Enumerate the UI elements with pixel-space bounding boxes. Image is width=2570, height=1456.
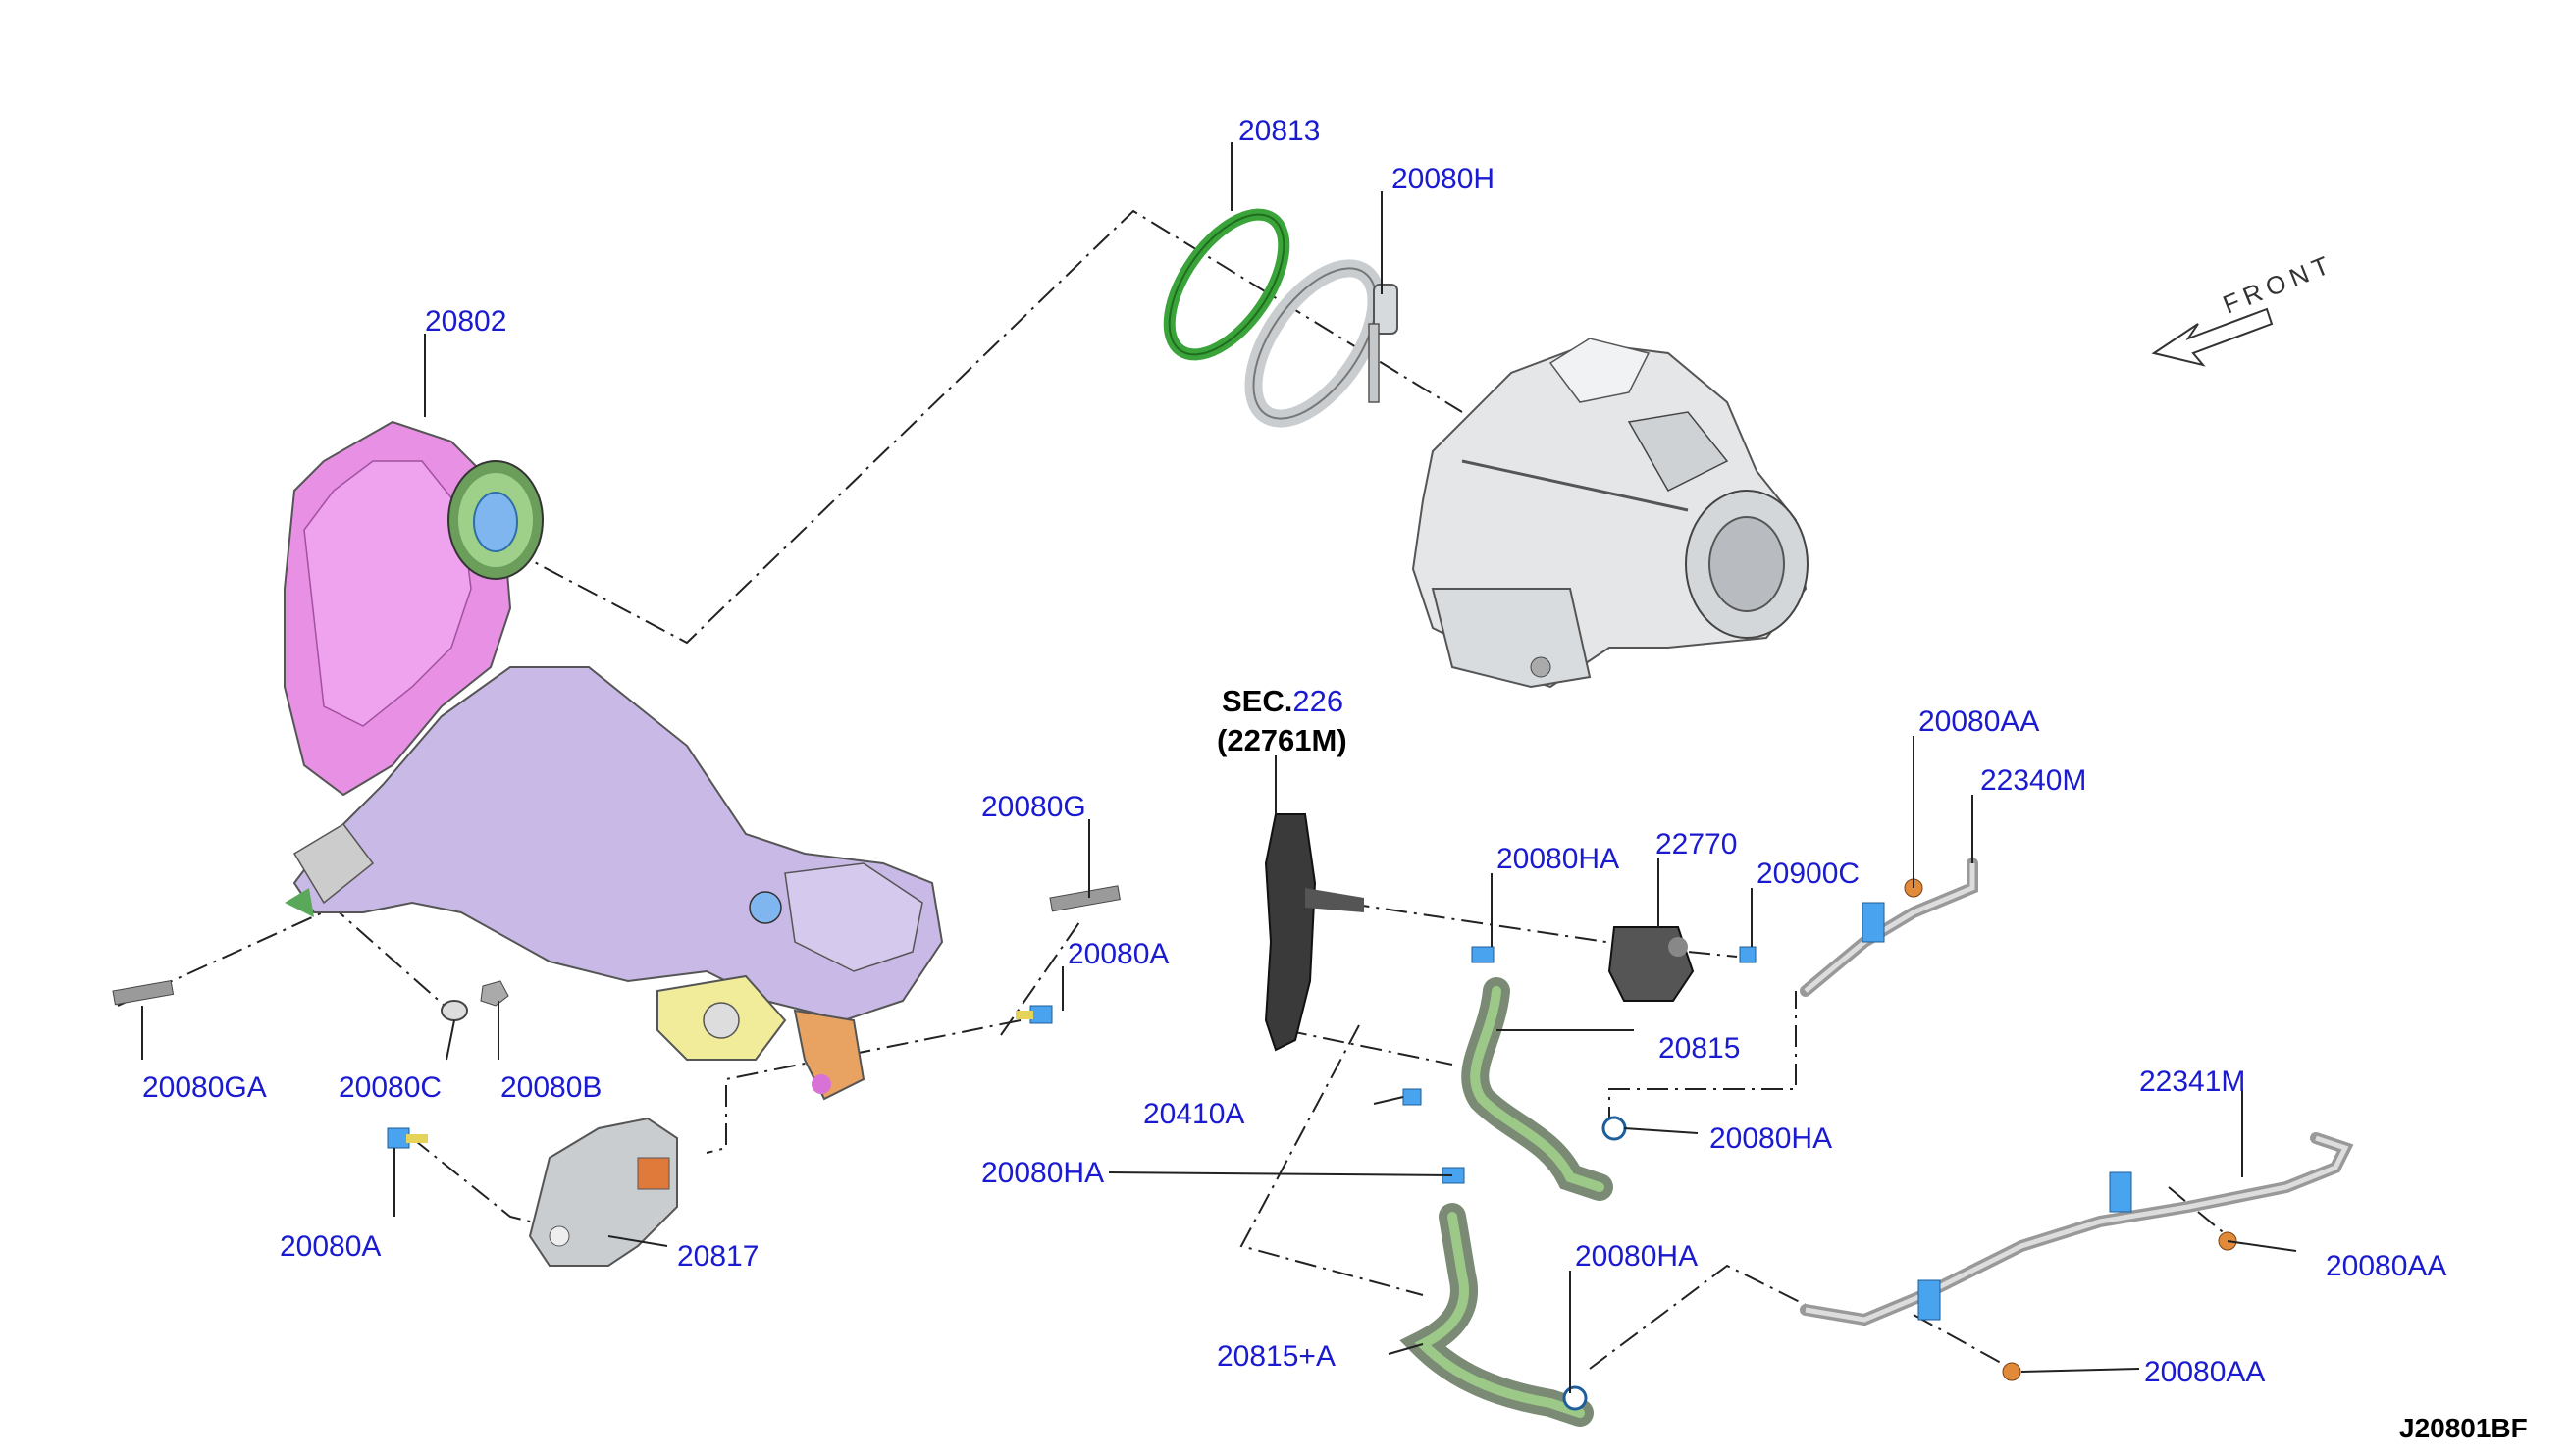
label-20080ga: 20080GA <box>142 1071 267 1104</box>
label-20080a-bottom: 20080A <box>280 1230 381 1263</box>
fasteners <box>112 878 2237 1411</box>
label-20080c: 20080C <box>339 1071 442 1104</box>
sensor-bracket-22761m <box>1264 813 1364 1052</box>
label-20080b: 20080B <box>500 1071 602 1104</box>
label-22341m: 22341M <box>2139 1066 2245 1098</box>
label-20900c: 20900C <box>1757 858 1860 890</box>
sensor-22770 <box>1607 926 1695 1002</box>
label-22770: 22770 <box>1655 828 1737 860</box>
label-20080ha-bottom: 20080HA <box>1575 1240 1698 1273</box>
label-20815a: 20815+A <box>1217 1340 1336 1373</box>
clamp-20080h <box>1244 259 1398 428</box>
turbocharger <box>1411 338 1809 689</box>
diagram-id: J20801BF <box>2399 1413 2528 1443</box>
catalytic-converter-assembly <box>284 420 944 1101</box>
label-20815: 20815 <box>1658 1032 1740 1065</box>
label-20813: 20813 <box>1238 115 1320 147</box>
label-20080g: 20080G <box>981 791 1086 823</box>
label-20080aa-bottom: 20080AA <box>2144 1356 2265 1388</box>
label-20080ha-left: 20080HA <box>981 1157 1104 1189</box>
sec-part: (22761M) <box>1217 723 1347 757</box>
label-20080h: 20080H <box>1391 163 1495 195</box>
leader-lines <box>141 142 2297 1393</box>
label-20080a-top: 20080A <box>1068 938 1169 970</box>
label-20080aa-mid: 20080AA <box>2326 1250 2446 1282</box>
bracket-20817 <box>528 1117 678 1267</box>
front-direction-indicator: FRONT <box>2151 248 2338 367</box>
label-20410a: 20410A <box>1143 1098 1244 1130</box>
label-20802: 20802 <box>425 305 506 338</box>
sec-prefix: SEC.226 <box>1222 684 1343 718</box>
gasket-20813 <box>1163 208 1290 361</box>
hose-20815a <box>1399 1203 1594 1427</box>
label-20080ha-top: 20080HA <box>1496 843 1619 875</box>
label-22340m: 22340M <box>1980 764 2086 797</box>
label-20817: 20817 <box>677 1240 759 1273</box>
front-label: FRONT <box>2219 248 2338 320</box>
part-labels: 20813 20080H 20802 20080G 20080A 20080GA… <box>142 115 2528 1443</box>
label-20080aa-top: 20080AA <box>1918 705 2039 738</box>
label-20080ha-mid: 20080HA <box>1709 1122 1832 1155</box>
